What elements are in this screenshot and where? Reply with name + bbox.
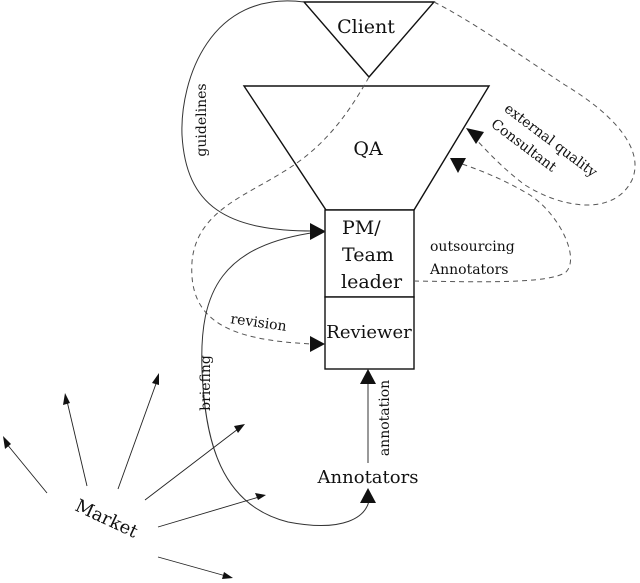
reviewer-box xyxy=(324,296,415,370)
market-arrow-5 xyxy=(157,496,260,528)
pm-team-leader-box xyxy=(324,209,415,298)
revision-arrowhead xyxy=(310,336,325,352)
market-arrow-4 xyxy=(144,428,239,501)
briefing-curve xyxy=(201,231,371,526)
market-arrowhead-3 xyxy=(152,373,159,385)
annotation-arrowhead xyxy=(360,369,376,384)
revision-curve xyxy=(191,76,370,345)
client-triangle xyxy=(302,1,436,79)
market-arrowhead-4 xyxy=(234,424,245,433)
guidelines-label: guidelines xyxy=(194,83,210,156)
annotators-arrowhead xyxy=(360,488,376,503)
annotation-label: annotation xyxy=(377,380,393,456)
outsourcing-curve xyxy=(413,163,571,283)
market-arrowhead-1 xyxy=(3,436,11,449)
outsourcing-label-line-2: Annotators xyxy=(429,262,508,278)
qa-label: QA xyxy=(353,138,383,160)
guidelines-curve xyxy=(181,0,319,232)
market-arrow-2 xyxy=(66,400,88,487)
market-arrow-6 xyxy=(157,556,227,577)
market-label: Market xyxy=(72,495,142,542)
outsourcing-arrowhead xyxy=(450,158,466,173)
pm-label-line-2: Team xyxy=(342,244,394,266)
external-quality-loop xyxy=(433,1,636,206)
pm-label-line-3: leader xyxy=(341,271,403,293)
market-arrow-3 xyxy=(117,380,158,490)
market-arrow-1 xyxy=(5,442,48,494)
revision-label: revision xyxy=(229,311,287,335)
market-arrowhead-2 xyxy=(63,393,70,405)
market-radiating-arrows xyxy=(3,373,266,579)
client-label: Client xyxy=(337,16,395,38)
external-quality-arrowhead xyxy=(466,128,484,144)
reviewer-label: Reviewer xyxy=(326,322,412,343)
market-arrowhead-6 xyxy=(222,572,233,579)
pm-label-line-1: PM/ xyxy=(342,217,381,239)
market-arrowhead-5 xyxy=(255,493,266,500)
outsourcing-label-line-1: outsourcing xyxy=(430,239,515,255)
briefing-arrowhead xyxy=(310,224,325,240)
briefing-label: briefing xyxy=(198,355,214,411)
annotators-label: Annotators xyxy=(317,467,419,488)
